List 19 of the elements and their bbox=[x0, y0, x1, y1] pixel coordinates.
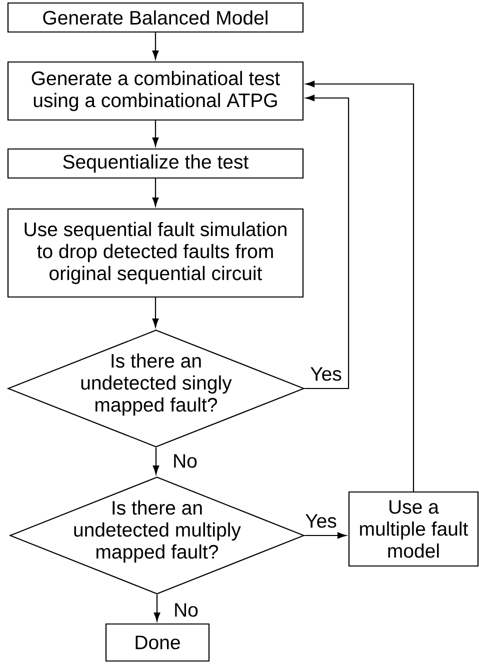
arrow bbox=[304, 94, 350, 390]
edge-label: Yes bbox=[309, 366, 343, 382]
arrow bbox=[152, 298, 159, 328]
arrow bbox=[304, 532, 346, 539]
arrow bbox=[152, 120, 159, 146]
edge-label: No bbox=[172, 453, 198, 469]
process-box: Generate a combinatioal test using a combinational ATPG bbox=[7, 61, 304, 121]
arrow bbox=[306, 80, 414, 492]
process-box: Use a multiple fault model bbox=[348, 491, 479, 567]
arrow bbox=[152, 178, 159, 206]
arrow bbox=[152, 32, 159, 60]
edge-label: Yes bbox=[304, 513, 338, 529]
arrow bbox=[152, 448, 160, 474]
edge-label: No bbox=[172, 602, 200, 618]
process-box: Done bbox=[105, 623, 210, 662]
process-box: Use sequential fault simulation to drop detected faults from original sequential circuit bbox=[7, 208, 304, 298]
process-box: Sequentialize the test bbox=[7, 148, 304, 179]
process-box: Generate Balanced Model bbox=[7, 2, 304, 33]
arrow bbox=[154, 594, 160, 622]
